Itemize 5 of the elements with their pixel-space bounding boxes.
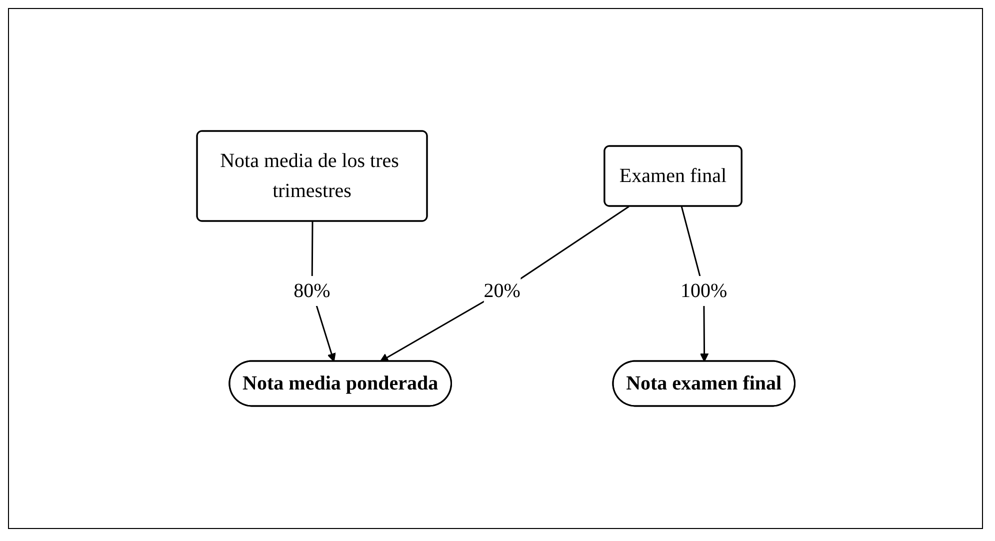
diagram-frame: 80% 20% 100% Nota media de los tres trimestres Examen final Nota media ponderada Nota examen final bbox=[8, 8, 983, 529]
edge-label: 80% bbox=[293, 280, 330, 302]
arrow bbox=[379, 206, 629, 362]
edge-label: 20% bbox=[483, 280, 520, 302]
edge-label: 100% bbox=[680, 280, 727, 302]
